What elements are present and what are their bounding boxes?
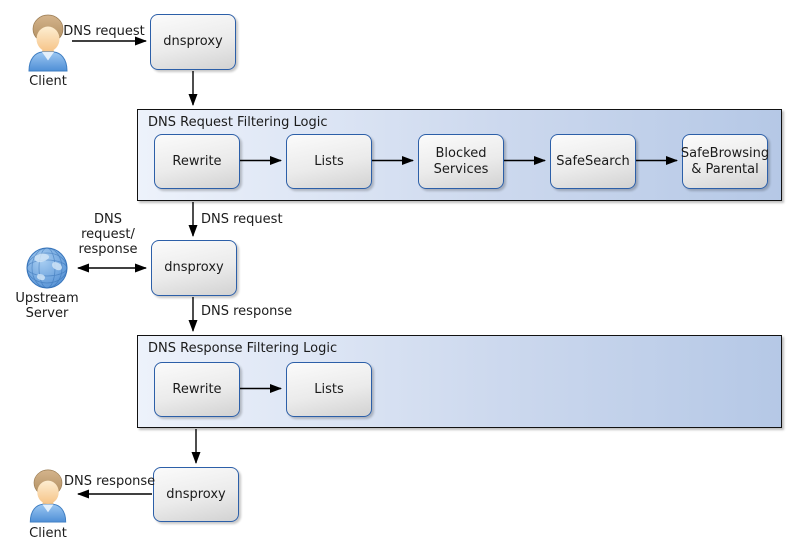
node-dnsproxy-bottom: dnsproxy <box>153 467 239 522</box>
person-icon <box>28 14 68 72</box>
person-icon <box>29 469 67 523</box>
node-dnsproxy-middle: dnsproxy <box>151 240 237 296</box>
client-top-label: Client <box>29 74 67 89</box>
step-lists: Lists <box>286 134 372 189</box>
edge-label-request-to-proxy: DNS request <box>201 212 283 227</box>
step-safebrowsing-parental: SafeBrowsing & Parental <box>681 134 769 189</box>
step-blocked-services: Blocked Services <box>418 134 504 189</box>
step-lists-response: Lists <box>286 362 372 417</box>
response-filtering-container: DNS Response Filtering Logic Rewrite Lis… <box>137 335 782 428</box>
client-bottom-label: Client <box>29 526 67 541</box>
step-rewrite: Rewrite <box>154 134 240 189</box>
globe-icon <box>26 247 68 289</box>
edge-label-client-request: DNS request <box>63 24 145 39</box>
step-safesearch: SafeSearch <box>550 134 636 189</box>
request-filtering-container: DNS Request Filtering Logic Rewrite List… <box>137 109 782 201</box>
response-filtering-title: DNS Response Filtering Logic <box>148 341 338 356</box>
request-filtering-title: DNS Request Filtering Logic <box>148 115 328 130</box>
step-rewrite-response: Rewrite <box>154 362 240 417</box>
edge-label-response-to-client: DNS response <box>64 474 156 489</box>
edge-label-upstream-exchange: DNS request/ response <box>78 212 138 257</box>
upstream-server-label: Upstream Server <box>15 291 79 321</box>
node-dnsproxy-top: dnsproxy <box>150 14 236 70</box>
edge-label-response-from-proxy: DNS response <box>201 304 293 319</box>
